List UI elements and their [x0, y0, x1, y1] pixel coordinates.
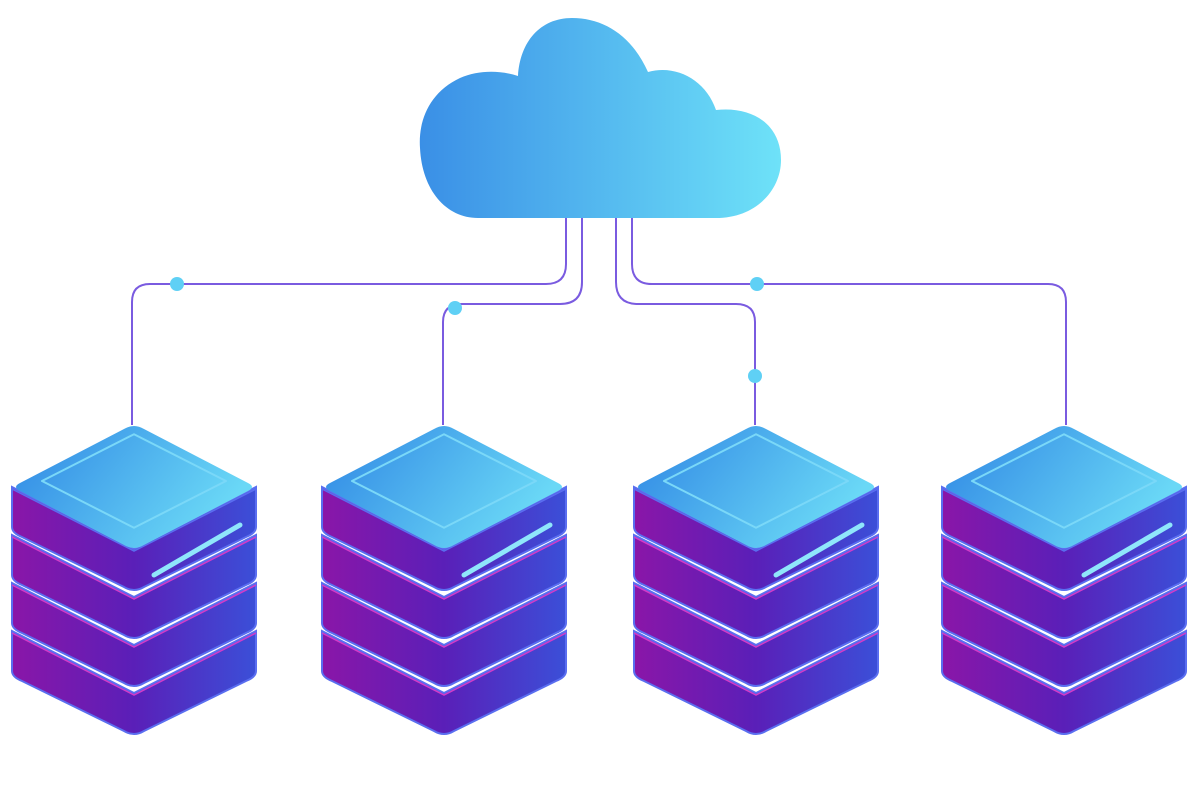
wire-node: [748, 369, 762, 383]
server-layer: [633, 629, 879, 735]
server-layer: [941, 581, 1187, 687]
server-stack-icon: [321, 426, 567, 735]
server-layer: [321, 629, 567, 735]
server-slot-light: [773, 522, 865, 578]
server-layer-edge: [321, 536, 567, 600]
server-stack-icon: [633, 426, 879, 735]
server-top-face: [16, 426, 252, 548]
server-group: [11, 426, 1187, 735]
server-top-face: [638, 426, 874, 548]
server-layer-edge: [941, 536, 1187, 600]
server-layer-edge: [11, 536, 257, 600]
server-top-panel: [663, 433, 849, 529]
server-layer: [11, 485, 257, 591]
server-top-face: [946, 426, 1182, 548]
server-layer-edge: [941, 488, 1187, 552]
server-layer-edge: [321, 632, 567, 696]
server-layer: [633, 533, 879, 639]
wire-node: [750, 277, 764, 291]
server-slot-light: [151, 522, 243, 578]
server-layer: [11, 533, 257, 639]
connection-wires: [131, 218, 1067, 425]
server-layer: [941, 629, 1187, 735]
server-top-panel: [971, 433, 1157, 529]
cloud-icon: [419, 18, 781, 218]
server-layer: [11, 581, 257, 687]
server-layer-edge: [11, 584, 257, 648]
server-layer-edge: [11, 632, 257, 696]
wire-server-2: [442, 218, 583, 425]
wire-node: [448, 301, 462, 315]
server-layer-edge: [633, 536, 879, 600]
server-layer-edge: [11, 488, 257, 552]
server-slot-light: [461, 522, 553, 578]
wire-server-1: [131, 218, 567, 425]
server-layer-edge: [633, 488, 879, 552]
server-layer-edge: [633, 584, 879, 648]
server-top-panel: [41, 433, 227, 529]
server-layer: [11, 629, 257, 735]
server-top-panel: [351, 433, 537, 529]
server-stack-icon: [11, 426, 257, 735]
server-layer: [941, 533, 1187, 639]
server-slot-light: [1081, 522, 1173, 578]
server-layer: [321, 485, 567, 591]
server-layer: [633, 485, 879, 591]
wire-nodes: [170, 277, 764, 383]
server-layer: [633, 581, 879, 687]
server-layer: [321, 581, 567, 687]
server-layer: [941, 485, 1187, 591]
server-stack-icon: [941, 426, 1187, 735]
wire-server-4: [631, 218, 1067, 425]
server-layer-edge: [321, 488, 567, 552]
server-top-face: [326, 426, 562, 548]
wire-server-3: [615, 218, 756, 425]
wire-node: [170, 277, 184, 291]
server-layer-edge: [941, 584, 1187, 648]
server-layer-edge: [321, 584, 567, 648]
server-layer: [321, 533, 567, 639]
server-layer-edge: [941, 632, 1187, 696]
server-layer-edge: [633, 632, 879, 696]
